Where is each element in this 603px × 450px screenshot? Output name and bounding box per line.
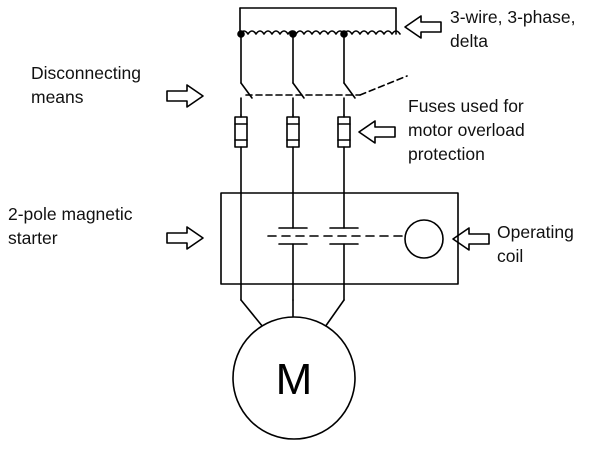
coil-label: Operating coil (497, 220, 574, 268)
fuses-label-line-1: Fuses used for (408, 96, 524, 116)
supply-label-line-2: delta (450, 31, 488, 51)
starter-enclosure (221, 193, 458, 284)
starter-label-line-2: starter (8, 228, 58, 248)
hollow-arrow-left-icon (405, 16, 441, 38)
motor-symbol (233, 317, 355, 439)
fuses-label: Fuses used for motor overload protection (408, 94, 525, 166)
starter-label: 2-pole magnetic starter (8, 202, 133, 250)
supply-label-line-1: 3-wire, 3-phase, (450, 7, 576, 27)
starter-label-line-1: 2-pole magnetic (8, 204, 133, 224)
disconnect-label-line-2: means (31, 87, 84, 107)
motor-label: M (276, 355, 313, 404)
supply-leads (241, 34, 344, 83)
starter-contacts (268, 228, 404, 300)
fuse-group (235, 115, 350, 147)
hollow-arrow-left-icon (359, 121, 395, 143)
disconnect-label: Disconnecting means (31, 61, 141, 109)
hollow-arrow-left-icon (453, 228, 489, 250)
fuses-label-line-3: protection (408, 144, 485, 164)
delta-supply (238, 8, 400, 37)
supply-label: 3-wire, 3-phase, delta (450, 5, 575, 53)
fuses-label-line-2: motor overload (408, 120, 525, 140)
delta-winding (240, 31, 400, 34)
disconnect-label-line-1: Disconnecting (31, 63, 141, 83)
hollow-arrow-right-icon (167, 85, 203, 107)
hollow-arrow-right-icon (167, 227, 203, 249)
coil-label-line-1: Operating (497, 222, 574, 242)
coil-label-line-2: coil (497, 246, 524, 266)
motor-leads (241, 300, 344, 327)
disconnect-switch (241, 76, 407, 98)
disconnect-blade-3 (344, 83, 355, 98)
fuse-1 (235, 117, 247, 147)
operating-coil (405, 220, 443, 258)
fuse-2 (287, 117, 299, 147)
fuse-3 (338, 117, 350, 147)
